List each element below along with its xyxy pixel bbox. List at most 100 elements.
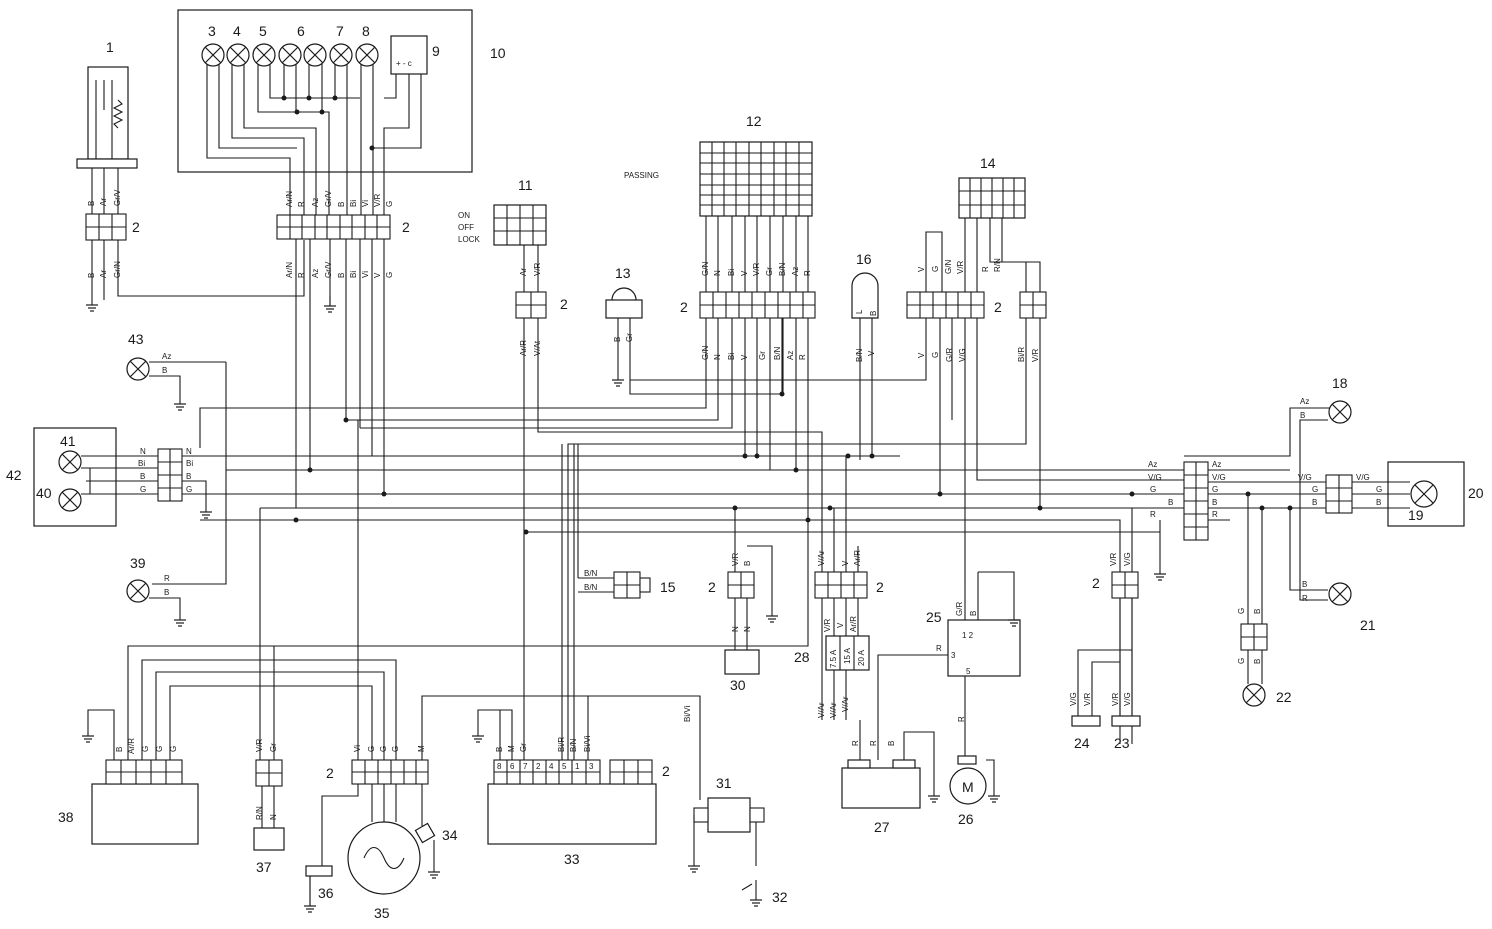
num-19: 19 (1408, 507, 1424, 523)
svg-text:L: L (855, 309, 864, 314)
svg-text:G: G (155, 746, 164, 752)
svg-text:Gr: Gr (269, 743, 278, 752)
num-21: 21 (1360, 617, 1376, 633)
svg-text:Ar: Ar (99, 198, 108, 206)
svg-text:G/N: G/N (701, 346, 710, 360)
starter-relay (877, 571, 1021, 760)
num-33: 33 (564, 851, 580, 867)
svg-text:Ar: Ar (99, 270, 108, 278)
svg-text:V/G: V/G (1356, 473, 1370, 482)
fuse-1-label: 7.5 A (829, 649, 838, 668)
svg-text:Ar/N: Ar/N (285, 191, 294, 207)
svg-text:V/G: V/G (1298, 473, 1312, 482)
lamp-6b-icon (303, 43, 327, 67)
motor-label: M (962, 779, 974, 795)
svg-text:B: B (1253, 659, 1262, 664)
svg-text:B/N: B/N (778, 262, 787, 276)
battery (841, 720, 935, 809)
svg-text:V/Ar: V/Ar (829, 702, 838, 718)
svg-text:V: V (740, 354, 749, 360)
svg-text:B/N: B/N (584, 569, 598, 578)
lamp-43-icon (126, 357, 150, 381)
lamp-7-icon (329, 43, 353, 67)
lamp-22-icon (1242, 683, 1266, 707)
svg-text:Bi: Bi (138, 459, 145, 468)
num-23: 23 (1114, 735, 1130, 751)
svg-text:Gr: Gr (765, 267, 774, 276)
svg-text:Gr: Gr (758, 351, 767, 360)
num-2b: 2 (402, 219, 410, 235)
svg-text:R: R (297, 272, 306, 278)
main-connector (1183, 461, 1326, 541)
svg-text:4: 4 (549, 762, 554, 771)
svg-text:R: R (981, 266, 990, 272)
svg-text:V: V (917, 266, 926, 272)
svg-text:G/N: G/N (944, 260, 953, 274)
num-2c: 2 (560, 296, 568, 312)
num-3: 3 (208, 23, 216, 39)
svg-text:R: R (1302, 594, 1308, 603)
svg-text:V/R: V/R (255, 738, 264, 752)
svg-text:R: R (803, 270, 812, 276)
relay-pin-12: 1 2 (962, 631, 974, 640)
svg-text:G/R: G/R (955, 602, 964, 616)
svg-text:B: B (869, 311, 878, 316)
lamp-21-icon (1328, 582, 1352, 606)
svg-text:V/G: V/G (958, 348, 967, 362)
fuse-block (814, 456, 870, 720)
svg-text:V/G: V/G (1069, 692, 1078, 706)
svg-text:G/N: G/N (701, 262, 710, 276)
svg-text:G/R: G/R (945, 348, 954, 362)
svg-text:V/R: V/R (752, 262, 761, 276)
brake-switches (1071, 571, 1141, 727)
num-39: 39 (130, 555, 146, 571)
svg-text:V/R: V/R (1109, 552, 1118, 566)
ignition-coil (693, 797, 765, 900)
svg-text:B: B (1376, 498, 1381, 507)
svg-text:B: B (337, 202, 346, 207)
num-15: 15 (660, 579, 676, 595)
svg-text:V/At: V/At (533, 340, 542, 356)
component-numbers: 1 2 2 2 2 2 2 2 2 2 2 3 4 5 6 7 8 9 10 1… (6, 23, 1484, 921)
svg-text:R: R (1212, 510, 1218, 519)
svg-text:R: R (869, 740, 878, 746)
svg-text:Ar/R: Ar/R (853, 550, 862, 566)
svg-text:Vi: Vi (353, 745, 362, 752)
generator (305, 420, 701, 895)
stop-switch (851, 272, 879, 460)
svg-text:Bi/Vi: Bi/Vi (583, 735, 592, 752)
svg-text:Ar/N: Ar/N (285, 262, 294, 278)
svg-text:V/R: V/R (956, 260, 965, 274)
svg-text:B: B (1253, 609, 1262, 614)
svg-text:V/R: V/R (1083, 692, 1092, 706)
svg-text:N: N (731, 626, 740, 632)
svg-text:B: B (1212, 498, 1217, 507)
lamp-39-icon (126, 579, 150, 603)
svg-text:Gr/N: Gr/N (113, 261, 122, 278)
svg-text:R: R (297, 201, 306, 207)
svg-text:G: G (391, 746, 400, 752)
svg-text:B/N: B/N (773, 346, 782, 360)
num-10: 10 (490, 45, 506, 61)
svg-text:B: B (969, 611, 978, 616)
svg-text:B: B (1302, 580, 1307, 589)
num-40: 40 (36, 485, 52, 501)
svg-text:G: G (385, 272, 394, 278)
svg-text:G: G (1212, 485, 1218, 494)
num-35: 35 (374, 905, 390, 921)
svg-text:Az: Az (1300, 397, 1309, 406)
fuel-gauge-box (390, 35, 428, 75)
svg-text:V: V (917, 352, 926, 358)
num-26: 26 (958, 811, 974, 827)
svg-text:N: N (186, 447, 192, 456)
svg-text:B: B (162, 366, 167, 375)
svg-text:V/G: V/G (1148, 473, 1162, 482)
svg-text:Bi: Bi (349, 200, 358, 207)
svg-text:G: G (1237, 608, 1246, 614)
svg-text:B: B (743, 561, 752, 566)
svg-text:R/N: R/N (255, 806, 264, 820)
switch-lock-label: LOCK (458, 235, 480, 244)
svg-text:M: M (417, 745, 426, 752)
svg-text:V/R: V/R (731, 552, 740, 566)
right-switch-block (906, 177, 1047, 319)
